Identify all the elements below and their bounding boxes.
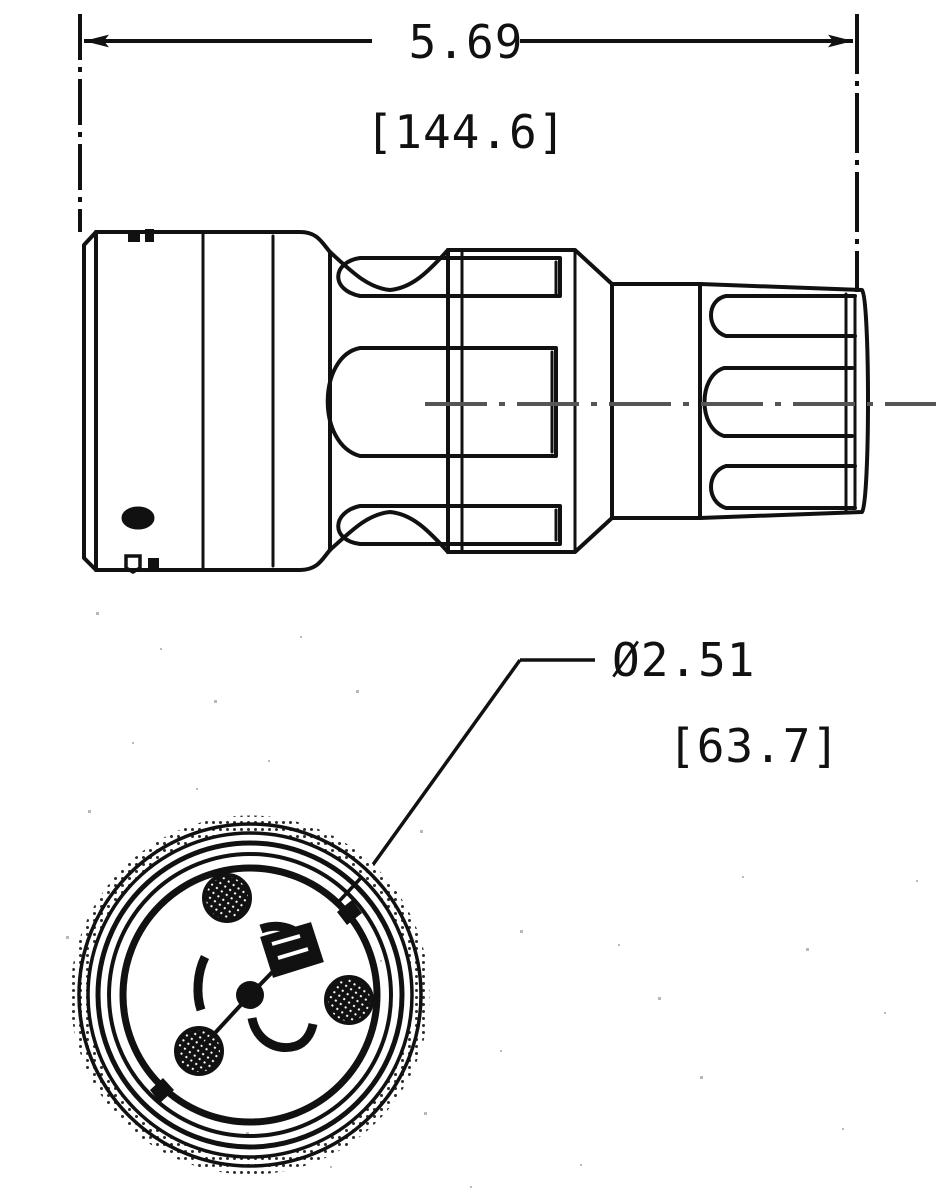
body-oval-mark-ring: [121, 506, 155, 530]
marking-plate: [260, 922, 324, 978]
nose-barrel-outline: [610, 282, 702, 520]
waist-top-curve: [328, 248, 450, 292]
body-molding-marks: [121, 229, 159, 575]
overall-length-inches: 5.69: [409, 15, 524, 69]
center-marking-block: [260, 922, 324, 978]
ring-second: [95, 840, 405, 1150]
marking-line-2: [277, 947, 309, 960]
neutral-slot-left: [193, 954, 210, 1012]
body-fill-helper: [84, 245, 352, 570]
center-pin: [236, 981, 264, 1009]
nose-rib-bottom: [709, 464, 857, 510]
outer-ring-edge-outer: [77, 822, 423, 1168]
notch-tab-upper-right: [337, 900, 362, 925]
ring-third: [107, 852, 393, 1138]
face-diameter-millimeters: [63.7]: [668, 719, 840, 773]
screw-top-left: [202, 873, 252, 923]
body-oval-mark: [123, 508, 153, 528]
body-bottom-mark: [148, 558, 159, 570]
body-top-mark-b: [145, 229, 154, 242]
face-end-view: [70, 815, 430, 1175]
body-top-mark-a: [128, 231, 140, 242]
body-bottom-glyph: [124, 554, 142, 575]
grip-rib-top: [336, 256, 562, 298]
notch-tab-lower-left: [150, 1078, 174, 1103]
face-diameter-inches: Ø2.51: [612, 633, 755, 687]
ground-slot-lower: [247, 1016, 318, 1052]
marking-line-1: [271, 934, 301, 946]
waist-bottom-curve: [328, 510, 450, 554]
grip-shell-outline: [446, 248, 614, 554]
grip-rib-bottom: [336, 504, 562, 546]
grip-rib-middle: [325, 346, 558, 458]
overall-length-dimension: 5.69 [144.6]: [78, 14, 859, 292]
outer-ring-edge-inner: [86, 831, 414, 1159]
screw-right: [324, 975, 374, 1025]
leader-diagonal: [370, 658, 522, 868]
nose-ferrule-outline: [698, 282, 870, 520]
overall-length-millimeters: [144.6]: [366, 105, 567, 159]
nose-rib-top: [709, 294, 857, 338]
